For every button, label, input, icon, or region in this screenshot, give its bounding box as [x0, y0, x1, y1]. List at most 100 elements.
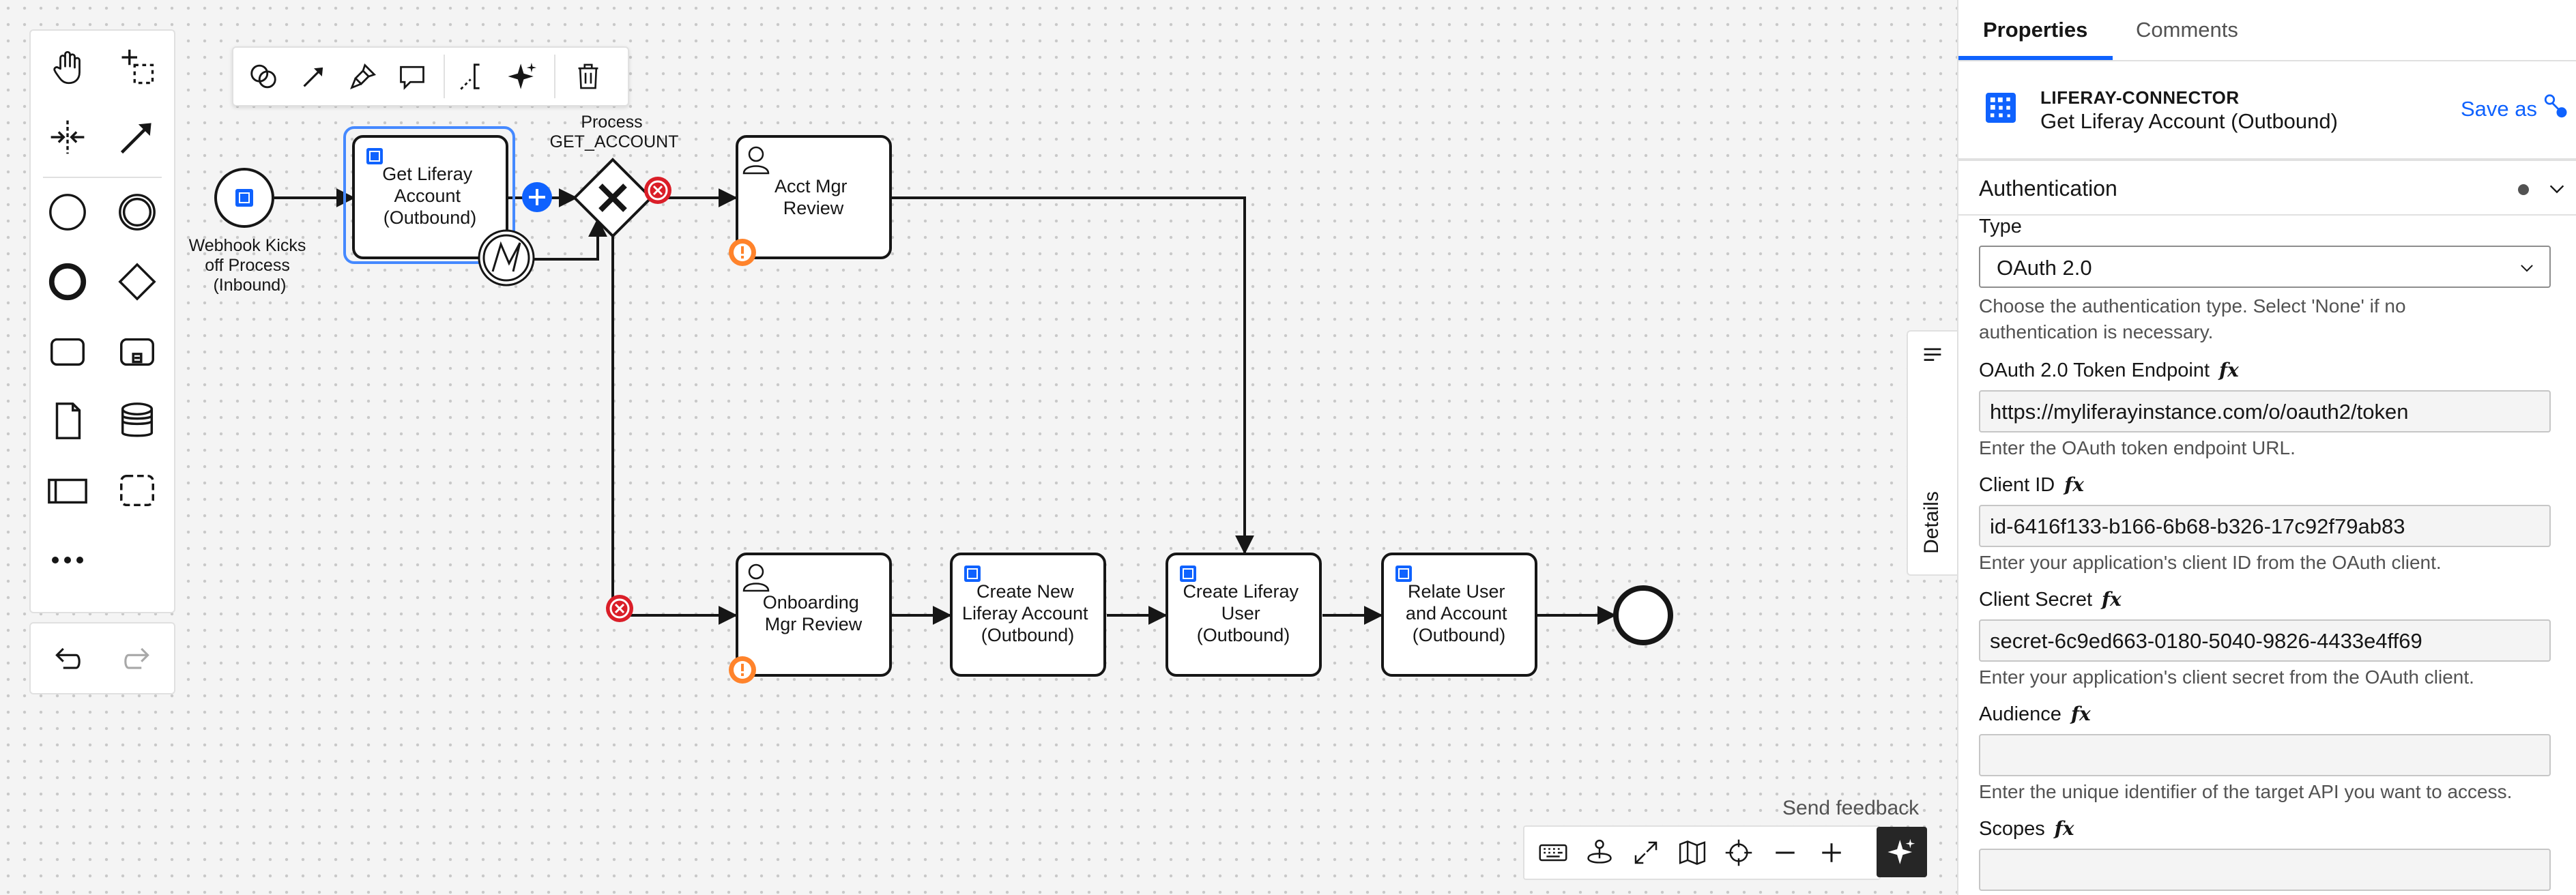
create-pool-button[interactable]: [39, 462, 96, 519]
create-task-button[interactable]: [39, 323, 96, 380]
hand-tool-button[interactable]: [39, 39, 96, 96]
zoom-in-button[interactable]: [1810, 831, 1853, 875]
space-tool-button[interactable]: [39, 108, 96, 166]
save-as-link[interactable]: Save as: [2461, 97, 2538, 121]
tab-properties[interactable]: Properties: [1983, 18, 2088, 42]
lasso-tool-button[interactable]: [108, 39, 166, 96]
type-hint-line-1: Choose the authentication type. Select '…: [1979, 295, 2406, 317]
fx-icon[interactable]: fx: [2054, 817, 2074, 840]
gateway-icon: [118, 263, 156, 301]
token-endpoint-input[interactable]: https://myliferayinstance.com/o/oauth2/t…: [1979, 390, 2551, 432]
ai-assist-button[interactable]: [502, 56, 543, 97]
sparkle-icon: [508, 62, 537, 89]
task-relate-user-and-account[interactable]: Relate User and Account (Outbound): [1381, 553, 1537, 677]
create-group-button[interactable]: [108, 462, 166, 519]
undo-icon: [55, 647, 81, 669]
task-create-liferay-account[interactable]: Create New Liferay Account (Outbound): [950, 553, 1106, 677]
keyboard-shortcuts-button[interactable]: [1531, 831, 1575, 875]
pool-icon: [48, 478, 87, 504]
bpmn-diagram: Webhook Kicks off Process (Inbound) Get …: [189, 113, 1673, 684]
sparkle-icon: [1887, 838, 1915, 864]
flow-error-to-gateway[interactable]: [525, 218, 607, 261]
authentication-group-header[interactable]: Authentication: [1958, 161, 2576, 216]
fx-icon[interactable]: fx: [2070, 703, 2091, 725]
svg-text:Onboarding Mgr Review: Onboarding Mgr Review: [763, 592, 865, 634]
modeling-canvas[interactable]: Webhook Kicks off Process (Inbound) Get …: [0, 0, 1957, 895]
flow-acct-review-to-create-user[interactable]: [891, 196, 1254, 555]
user-task-onboarding-mgr-review[interactable]: Onboarding Mgr Review: [729, 553, 892, 684]
connector-save-icon[interactable]: [2541, 93, 2568, 120]
create-account-label-1: Create New: [976, 581, 1074, 602]
toolbar-divider: [554, 55, 555, 98]
task-get-liferay-account[interactable]: Get Liferay Account (Outbound): [343, 126, 552, 287]
ai-copilot-button[interactable]: [1877, 827, 1927, 877]
fx-icon[interactable]: fx: [2064, 473, 2084, 496]
create-end-event-button[interactable]: [39, 253, 96, 310]
user-task-acct-mgr-review[interactable]: Acct Mgr Review: [729, 135, 892, 266]
start-event-icon: [49, 194, 86, 231]
get-account-label-2: Account: [394, 186, 461, 206]
deploy-icon: [1587, 839, 1612, 864]
element-name: Get Liferay Account (Outbound): [2040, 109, 2338, 133]
user-icon: [742, 146, 770, 175]
client-id-hint: Enter your application's client ID from …: [1979, 552, 2442, 573]
undo-button[interactable]: [39, 630, 96, 687]
color-button[interactable]: [343, 56, 383, 97]
start-event-webhook[interactable]: Webhook Kicks off Process (Inbound): [189, 168, 311, 295]
send-feedback-link[interactable]: Send feedback: [1782, 797, 1920, 819]
task-create-liferay-user[interactable]: Create Liferay User (Outbound): [1166, 553, 1322, 677]
add-comment-button[interactable]: [392, 56, 433, 97]
group-has-entries-dot: [2518, 184, 2529, 195]
details-panel-toggle[interactable]: Details: [1907, 330, 1957, 576]
space-tool-icon: [50, 120, 85, 154]
reset-view-button[interactable]: [1717, 831, 1761, 875]
authentication-type-select[interactable]: OAuth 2.0: [1979, 246, 2551, 288]
onboarding-label-1: Onboarding: [763, 592, 859, 613]
create-intermediate-event-button[interactable]: [108, 184, 166, 241]
chevron-down-icon[interactable]: [2547, 179, 2567, 199]
fx-icon[interactable]: fx: [2219, 359, 2239, 381]
intermediate-event-icon: [119, 194, 156, 231]
minimap-button[interactable]: [1670, 831, 1714, 875]
gateway-label-2: GET_ACCOUNT: [550, 132, 679, 151]
scopes-input[interactable]: [1979, 849, 2551, 891]
connect-button[interactable]: [293, 56, 334, 97]
keyboard-icon: [1539, 844, 1567, 862]
fx-icon[interactable]: fx: [2102, 588, 2122, 611]
create-data-store-button[interactable]: [108, 392, 166, 450]
create-start-event-button[interactable]: [39, 184, 96, 241]
change-type-button[interactable]: [243, 56, 284, 97]
create-user-label-2: User: [1221, 603, 1260, 623]
details-tab-label: Details: [1920, 491, 1943, 554]
exclusive-gateway-process-get-account[interactable]: Process GET_ACCOUNT: [550, 113, 679, 238]
audience-hint: Enter the unique identifier of the targe…: [1979, 781, 2513, 802]
add-annotation-button[interactable]: [453, 56, 494, 97]
map-icon: [1679, 840, 1706, 865]
boundary-error-event-icon[interactable]: [478, 229, 535, 287]
comment-icon: [400, 65, 424, 90]
append-plus-icon[interactable]: [522, 182, 552, 212]
client-secret-input[interactable]: secret-6c9ed663-0180-5040-9826-4433e4ff6…: [1979, 619, 2551, 662]
svg-text:Get Liferay Account: Get Liferay Account (Outbound): [382, 164, 478, 228]
delete-button[interactable]: [568, 56, 609, 97]
create-gateway-button[interactable]: [108, 253, 166, 310]
zoom-out-button[interactable]: [1763, 831, 1807, 875]
deployment-button[interactable]: [1578, 831, 1621, 875]
active-tab-indicator: [1958, 56, 2113, 60]
audience-input[interactable]: [1979, 734, 2551, 776]
fullscreen-button[interactable]: [1624, 831, 1668, 875]
trash-icon: [578, 63, 598, 89]
more-tools-button[interactable]: [39, 531, 96, 589]
chevron-down-icon: [2521, 265, 2533, 272]
create-data-object-button[interactable]: [39, 392, 96, 450]
properties-panel: Properties Comments LIFERAY-CONNECTOR Ge…: [1957, 0, 2576, 895]
client-id-input[interactable]: id-6416f133-b166-6b68-b326-17c92f79ab83: [1979, 505, 2551, 547]
tab-comments[interactable]: Comments: [2136, 18, 2238, 42]
create-subprocess-button[interactable]: [108, 323, 166, 380]
redo-button[interactable]: [108, 630, 166, 687]
end-event[interactable]: [1613, 585, 1673, 645]
connect-tool-button[interactable]: [108, 108, 166, 166]
flow-gateway-to-onboarding[interactable]: [611, 231, 738, 625]
